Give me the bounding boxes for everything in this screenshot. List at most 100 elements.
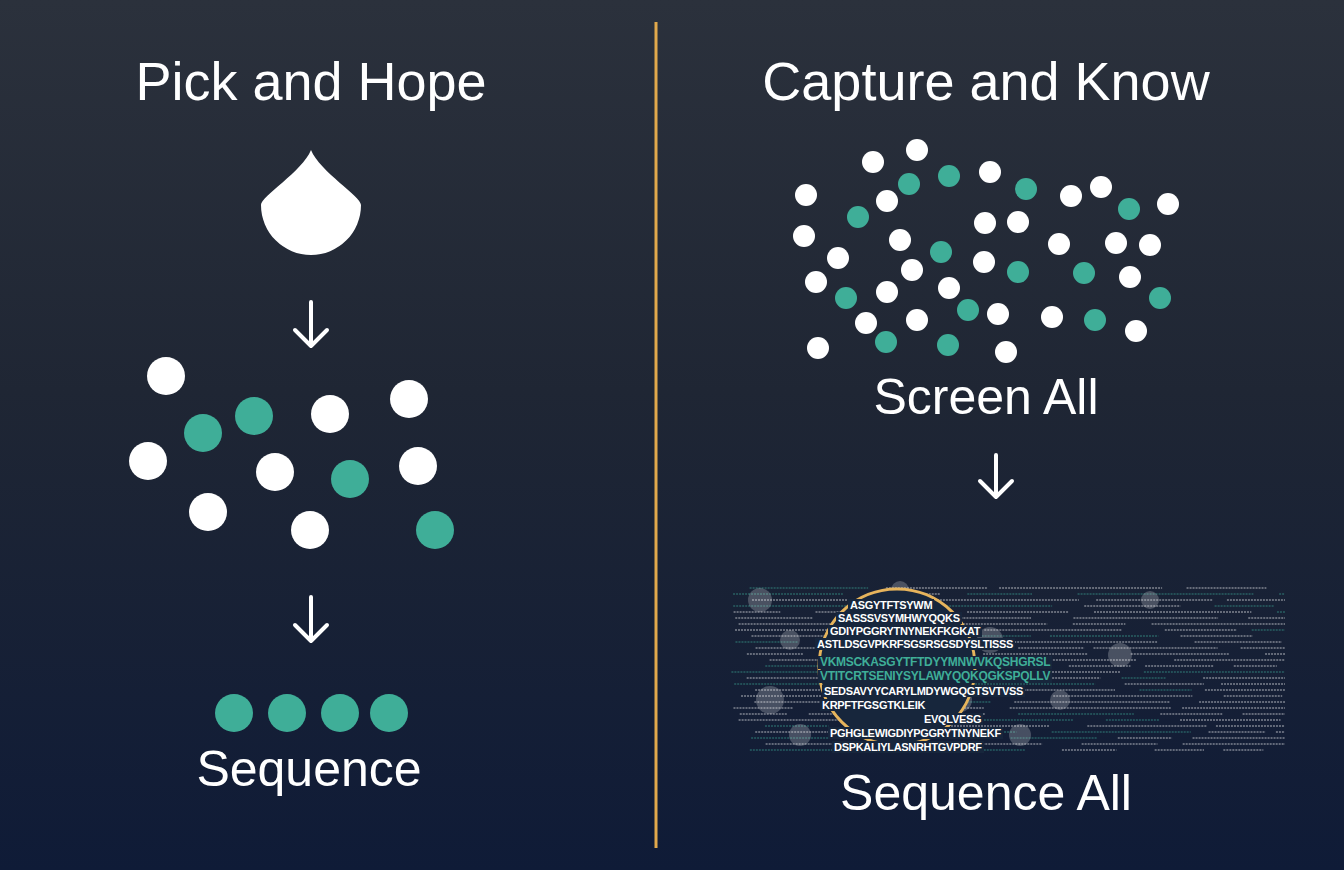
cell-dot — [973, 251, 995, 273]
sequence-texture — [1052, 731, 1191, 733]
sequence-texture — [734, 683, 831, 685]
cell-dot — [995, 341, 1017, 363]
sequence-texture — [1279, 593, 1285, 595]
cell-dot — [1007, 261, 1029, 283]
sequence-texture — [1018, 713, 1134, 715]
cell-dot — [938, 165, 960, 187]
sequence-texture — [1053, 695, 1192, 697]
sequence-text: EVQLVESG — [922, 713, 983, 725]
divider-line — [655, 22, 658, 848]
sequence-texture — [1165, 629, 1237, 631]
cell-dot — [1119, 266, 1141, 288]
cell-dot — [1139, 234, 1161, 256]
cell-dot — [835, 287, 857, 309]
blur-spot — [789, 724, 811, 746]
sequence-texture — [739, 623, 834, 625]
blur-spot — [748, 588, 772, 612]
cell-dot — [1073, 262, 1095, 284]
sequence-texture — [1131, 653, 1229, 655]
sequence-texture — [1078, 593, 1254, 595]
cell-dot — [938, 277, 960, 299]
cell-dot — [399, 447, 437, 485]
sequence-texture — [1073, 623, 1126, 625]
sequence-texture — [747, 653, 804, 655]
cell-dot — [1125, 320, 1147, 342]
cell-dot — [291, 511, 329, 549]
sequence-texture — [1221, 683, 1285, 685]
sequence-texture — [1252, 629, 1285, 631]
cell-dot — [416, 511, 454, 549]
cell-dot — [256, 453, 294, 491]
cell-dot — [876, 190, 898, 212]
sequence-texture — [1084, 605, 1180, 607]
cell-dot — [901, 259, 923, 281]
sequence-texture — [1265, 653, 1285, 655]
sequence-texture — [1227, 599, 1285, 601]
sequence-text: ASGYTFTSYWM — [848, 599, 934, 611]
sequence-texture — [1094, 611, 1251, 613]
sequence-texture — [1082, 743, 1158, 745]
cell-dot — [1060, 185, 1082, 207]
cell-dot — [1105, 232, 1127, 254]
cell-dot — [979, 161, 1001, 183]
sequence-texture — [1011, 641, 1157, 643]
sequence-texture — [1014, 701, 1170, 703]
sequence-texture — [1216, 725, 1285, 727]
sequence-texture — [731, 671, 825, 673]
cell-dot — [875, 331, 897, 353]
sequence-texture — [1181, 635, 1253, 637]
cell-dot — [390, 380, 428, 418]
cell-dot — [189, 493, 227, 531]
cell-dot — [957, 299, 979, 321]
heading-text: Sequence — [196, 742, 421, 797]
cell-dot — [889, 229, 911, 251]
cell-dot — [311, 395, 349, 433]
cell-dot — [805, 271, 827, 293]
sequence-texture — [1182, 707, 1285, 709]
blur-spot — [756, 686, 784, 714]
sequence-texture — [1118, 737, 1172, 739]
sequence-texture — [1205, 689, 1285, 691]
sequence-text: DSPKALIYLASNRHTGVPDRF — [832, 741, 984, 753]
sequence-texture — [1209, 731, 1266, 733]
sequence-texture — [1183, 743, 1285, 745]
cell-dot — [1118, 198, 1140, 220]
cell-dot — [268, 694, 306, 732]
cell-dot — [937, 334, 959, 356]
sequence-texture — [1276, 731, 1285, 733]
sequence-texture — [1122, 677, 1166, 679]
sequence-texture — [1174, 659, 1285, 661]
cell-dot — [795, 184, 817, 206]
sequence-texture — [1106, 719, 1160, 721]
sequence-texture — [740, 713, 787, 715]
sequence-texture — [1145, 665, 1213, 667]
cell-dot — [1007, 211, 1029, 233]
cell-dot — [184, 414, 222, 452]
sequence-text: VTITCRTSENIYSYLAWYQQKQGKSPQLLV — [818, 670, 1052, 683]
sequence-texture — [1203, 677, 1285, 679]
sequence-texture — [1248, 617, 1285, 619]
sequence-text: SEDSAVYYCARYLMDYWGQGTSVTVSS — [822, 685, 1025, 697]
cell-dot — [215, 694, 253, 732]
sequence-texture — [1018, 647, 1084, 649]
sequence-text: ASTLDSGVPKRFSGSRSGSDYSLTISSS — [815, 638, 1015, 650]
cell-dot — [906, 139, 928, 161]
sequence-texture — [1277, 611, 1285, 613]
blur-spot — [780, 630, 800, 650]
cell-dot — [1157, 193, 1179, 215]
sequence-texture — [1195, 641, 1282, 643]
sequence-texture — [984, 629, 1122, 631]
sequence-text: VKMSCKASGYTFTDYYMNWVKQSHGRSL — [818, 656, 1052, 669]
heading-text: Pick and Hope — [135, 52, 486, 111]
sequence-text: SASSSVSYMHWYQQKS — [836, 612, 962, 624]
cell-dot — [898, 173, 920, 195]
sequence-texture — [967, 593, 1032, 595]
sequence-texture — [1243, 713, 1285, 715]
heading-text: Capture and Know — [762, 52, 1209, 111]
cell-dot — [1041, 306, 1063, 328]
down-arrow — [980, 455, 1012, 497]
sequence-text: KRPFTFGSGTKLEIK — [820, 699, 927, 711]
down-arrow — [295, 302, 327, 346]
cell-dot — [974, 212, 996, 234]
sequence-texture — [1139, 689, 1191, 691]
